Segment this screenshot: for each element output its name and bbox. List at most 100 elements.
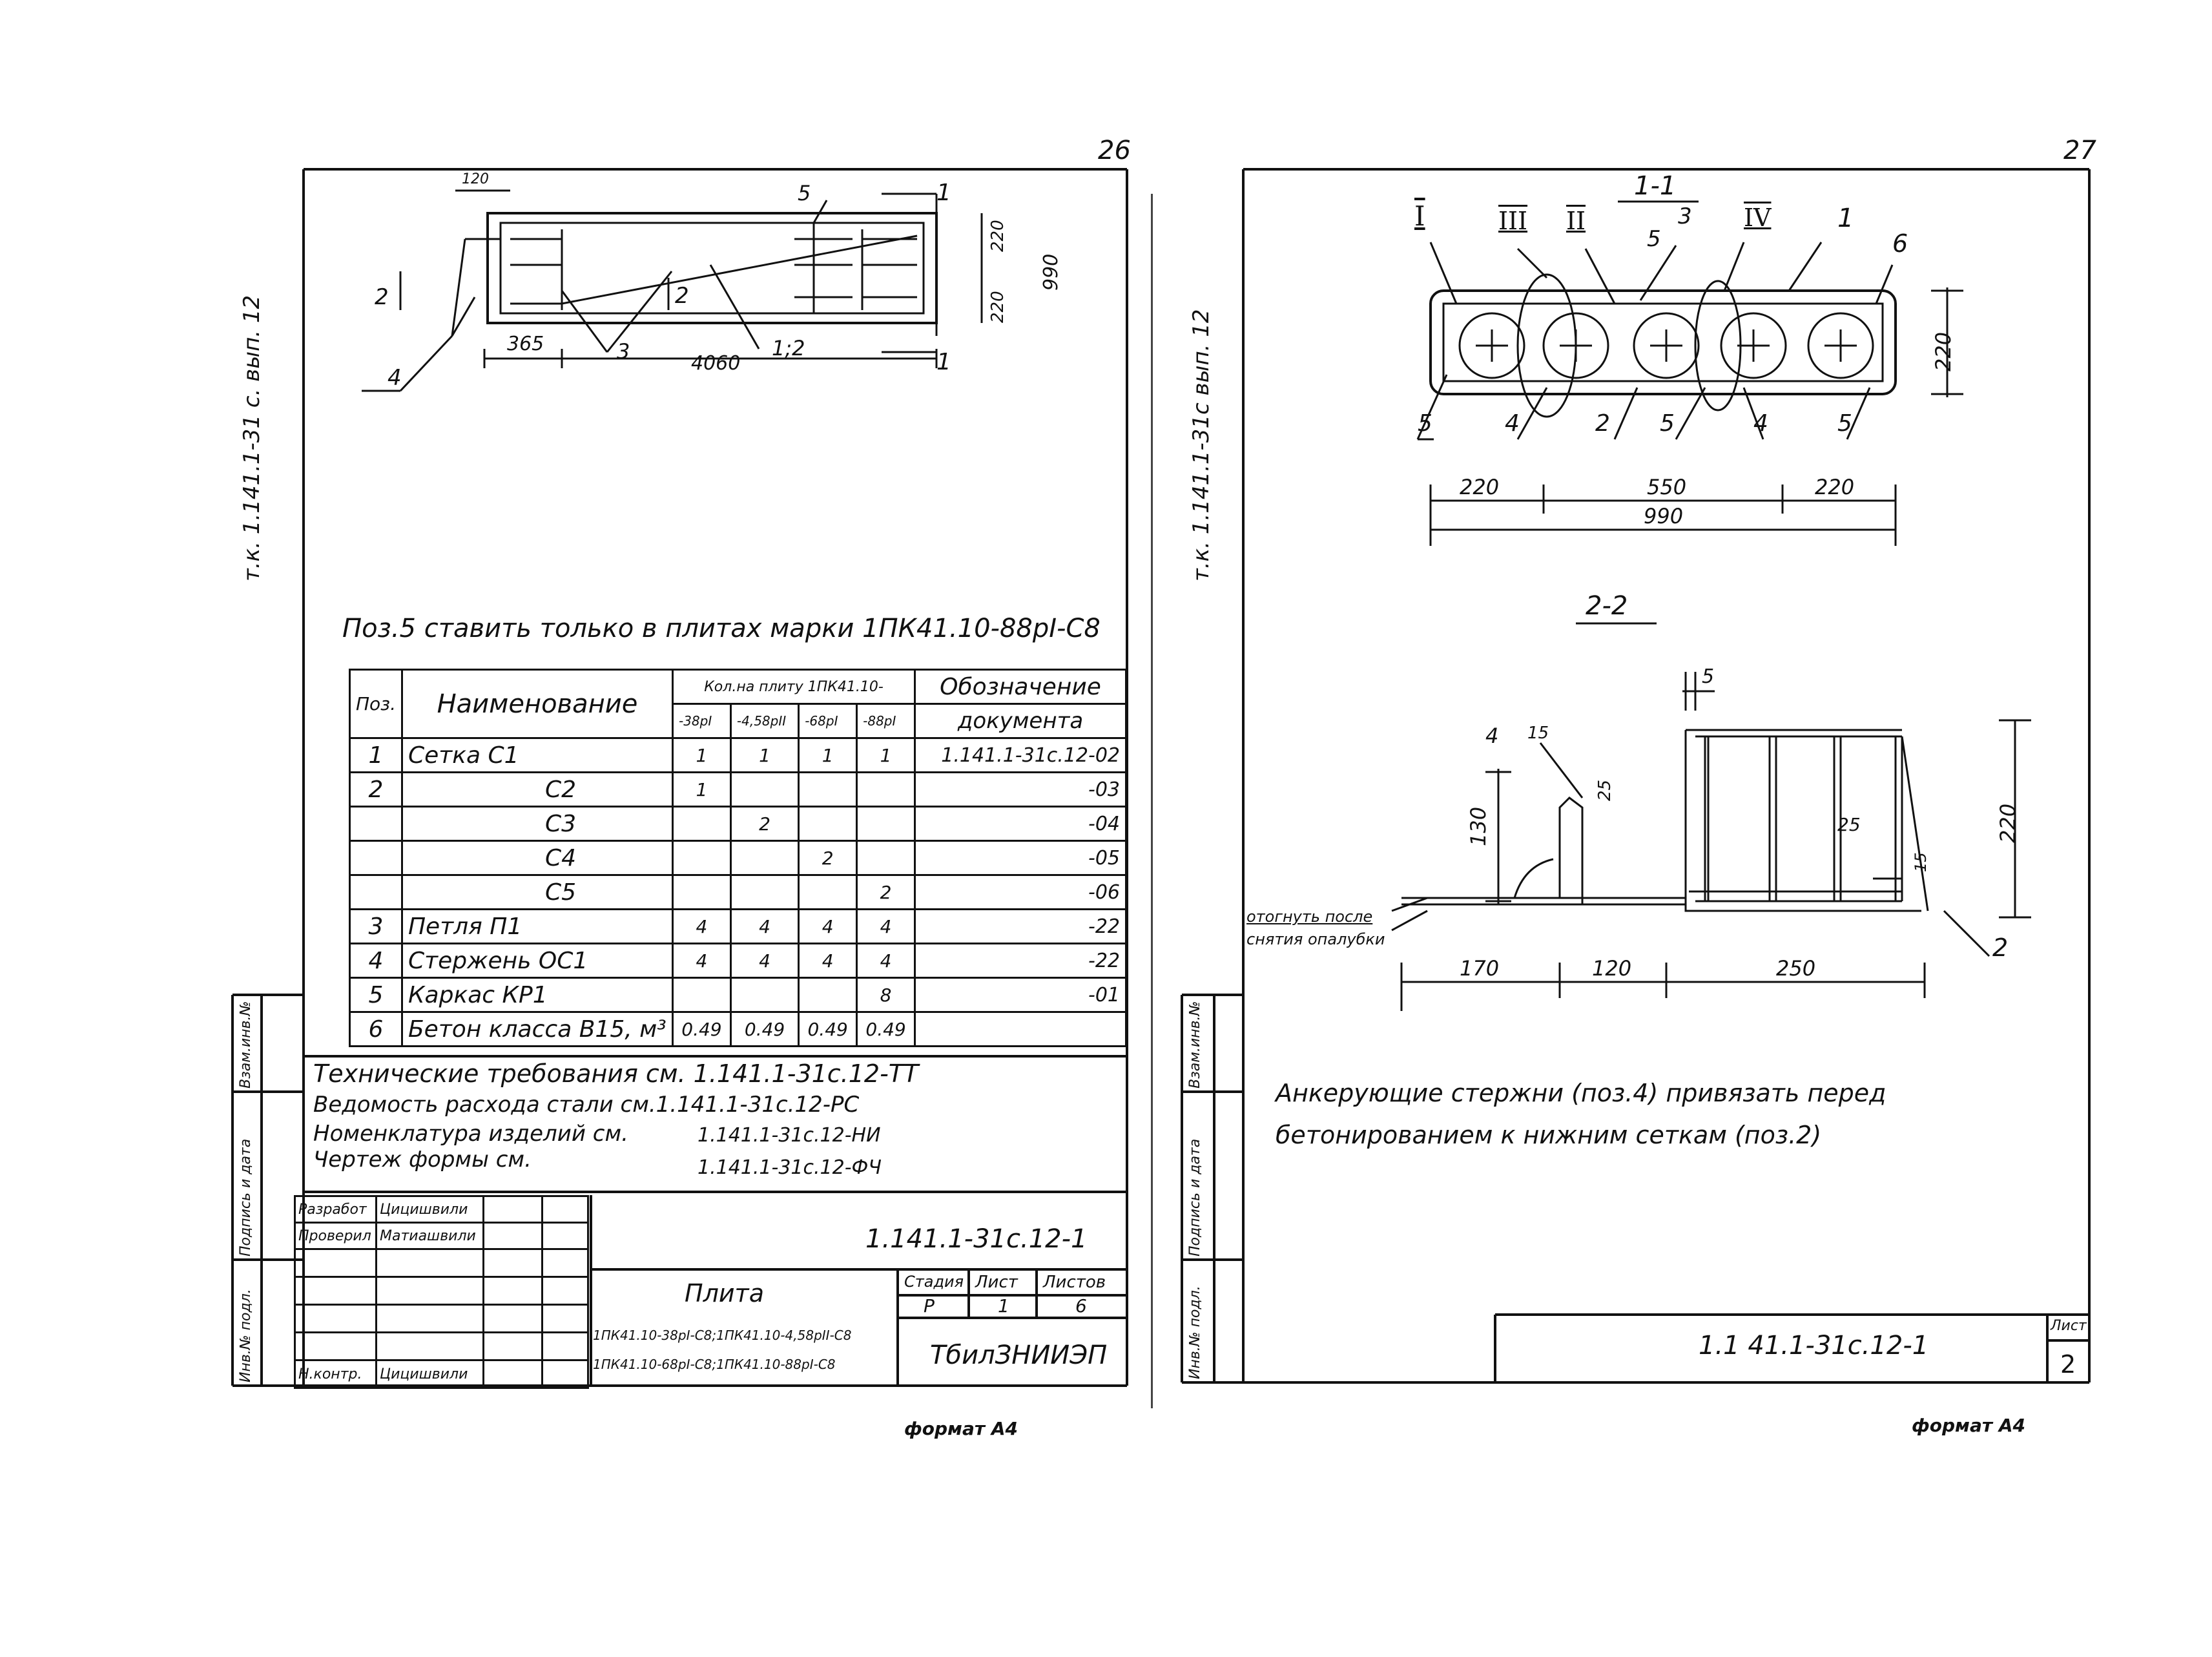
spec-cell-pos: 2: [349, 771, 403, 808]
spec-cell-qty-1: 1: [671, 737, 732, 773]
spec-header-designation-1: Обозначение: [914, 669, 1127, 705]
spec-cell-doc: [914, 1011, 1127, 1047]
section1-roman-4: IV: [1744, 203, 1772, 232]
right-drawing-code: 1.1 41.1-31с.12-1: [1699, 1331, 1929, 1360]
plan-dim-4060: 4060: [691, 352, 741, 375]
spec-cell-name: С2: [400, 771, 674, 808]
spec-cell-qty-2: [729, 874, 800, 910]
section2-dim-15-top: 15: [1527, 724, 1549, 743]
right-stamp-sign: Подпись и дата: [1187, 1138, 1203, 1256]
spec-cell-qty-2: 4: [729, 908, 800, 944]
section1-pos-2-b: 2: [1595, 410, 1610, 437]
spec-cell-qty-4: 2: [856, 874, 916, 910]
spec-subheader-4: -88рI: [856, 703, 916, 739]
section1-pos-5-b2: 5: [1660, 410, 1675, 437]
empty-role-1: [294, 1248, 377, 1278]
signature-cell-3: [482, 1359, 543, 1389]
ref-line-1: Технические требования см. 1.141.1-31с.1…: [313, 1059, 919, 1088]
role-checker: Проверил: [294, 1222, 377, 1250]
ref-line-4-value: 1.141.1-31с.12-ФЧ: [698, 1156, 882, 1179]
section1-pos-5-b3: 5: [1837, 410, 1852, 437]
spec-cell-qty-1: 1: [671, 771, 732, 808]
plan-dim-120: 120: [462, 171, 489, 187]
spec-subheader-1: -38рI: [671, 703, 732, 739]
section1-pos-5-top: 5: [1647, 226, 1661, 252]
spec-cell-qty-3: [798, 806, 858, 842]
spec-cell-qty-1: 4: [671, 908, 732, 944]
signature-cell-2: [482, 1222, 543, 1250]
section2-dim-25-right: 25: [1837, 814, 1861, 835]
plan-pos-2-mid: 2: [675, 283, 689, 309]
section2-pos-4: 4: [1485, 724, 1499, 748]
empty-sig-4: [482, 1331, 543, 1361]
spec-cell-doc: -05: [914, 840, 1127, 876]
date-cell-3: [541, 1359, 589, 1389]
bend-note-2: снятия опалубки: [1246, 930, 1385, 948]
spec-cell-qty-4: 0.49: [856, 1011, 916, 1047]
section1-pos-4-b2: 4: [1753, 410, 1768, 437]
spec-cell-doc: 1.141.1-31с.12-02: [914, 737, 1127, 773]
anchor-note-1: Анкерующие стержни (поз.4) привязать пер…: [1276, 1079, 1886, 1107]
spec-header-qty: Кол.на плиту 1ПК41.10-: [671, 669, 916, 705]
section1-dim-220-h: 220: [1931, 331, 1956, 371]
spec-cell-qty-4: [856, 840, 916, 876]
spec-cell-qty-4: [856, 806, 916, 842]
name-normcontrol: Цицишвили: [375, 1359, 484, 1389]
empty-date-4: [541, 1331, 589, 1361]
spec-cell-qty-2: 1: [729, 737, 800, 773]
spec-cell-qty-3: 1: [798, 737, 858, 773]
spec-cell-pos: 3: [349, 908, 403, 944]
right-stamp-inv: Инв.№ подл.: [1187, 1286, 1203, 1379]
spec-cell-qty-3: 4: [798, 943, 858, 979]
plan-pos-1-top: 1: [936, 180, 951, 206]
right-sheet-value: 2: [2060, 1350, 2076, 1379]
sheets-value: 6: [1075, 1295, 1087, 1317]
empty-sig-2: [482, 1276, 543, 1306]
empty-date-2: [541, 1276, 589, 1306]
product-marks-1: 1ПК41.10-38рI-С8;1ПК41.10-4,58рII-С8: [593, 1328, 852, 1343]
right-format: формат А4: [1912, 1415, 2025, 1436]
spec-cell-qty-2: [729, 771, 800, 808]
sheet-divider: [1151, 194, 1153, 1408]
spec-cell-pos: [349, 840, 403, 876]
spec-cell-qty-2: 4: [729, 943, 800, 979]
empty-sig-1: [482, 1248, 543, 1278]
spec-cell-pos: 4: [349, 943, 403, 979]
section1-dim-220-right: 220: [1815, 475, 1855, 499]
plan-pos-1-bottom: 1: [936, 349, 951, 375]
empty-role-2: [294, 1276, 377, 1306]
section1-roman-3: III: [1498, 207, 1528, 235]
product-name: Плита: [685, 1279, 764, 1308]
spec-cell-qty-2: [729, 840, 800, 876]
right-side-label: т.к. 1.141.1-31с вып. 12: [1188, 309, 1214, 581]
section2-dim-120: 120: [1592, 956, 1632, 981]
section2-dim-130: 130: [1466, 806, 1491, 846]
spec-cell-qty-4: 8: [856, 977, 916, 1013]
spec-cell-doc: -06: [914, 874, 1127, 910]
spec-cell-qty-4: 1: [856, 737, 916, 773]
empty-name-2: [375, 1276, 484, 1306]
name-checker: Матиашвили: [375, 1222, 484, 1250]
plan-pos-2-left: 2: [375, 284, 389, 310]
empty-name-1: [375, 1248, 484, 1278]
section1-dim-550: 550: [1647, 475, 1687, 499]
title-block-signatures: Разработ Цицишвили Проверил Матиашвили Н…: [294, 1195, 589, 1389]
section2-dim-15-right: 15: [1912, 852, 1930, 872]
right-sheet-label: Лист: [2051, 1318, 2087, 1334]
spec-cell-qty-1: [671, 874, 732, 910]
specification-table: Поз. Наименование Кол.на плиту 1ПК41.10-…: [349, 669, 1127, 1047]
empty-role-3: [294, 1304, 377, 1333]
spec-cell-qty-3: [798, 874, 858, 910]
spec-cell-pos: 5: [349, 977, 403, 1013]
spec-cell-qty-3: 0.49: [798, 1011, 858, 1047]
section1-roman-2: II: [1566, 207, 1586, 235]
spec-cell-name: С5: [400, 874, 674, 910]
date-cell-2: [541, 1222, 589, 1250]
left-page-number: 26: [1098, 136, 1131, 165]
spec-cell-qty-3: [798, 977, 858, 1013]
spec-cell-qty-4: [856, 771, 916, 808]
